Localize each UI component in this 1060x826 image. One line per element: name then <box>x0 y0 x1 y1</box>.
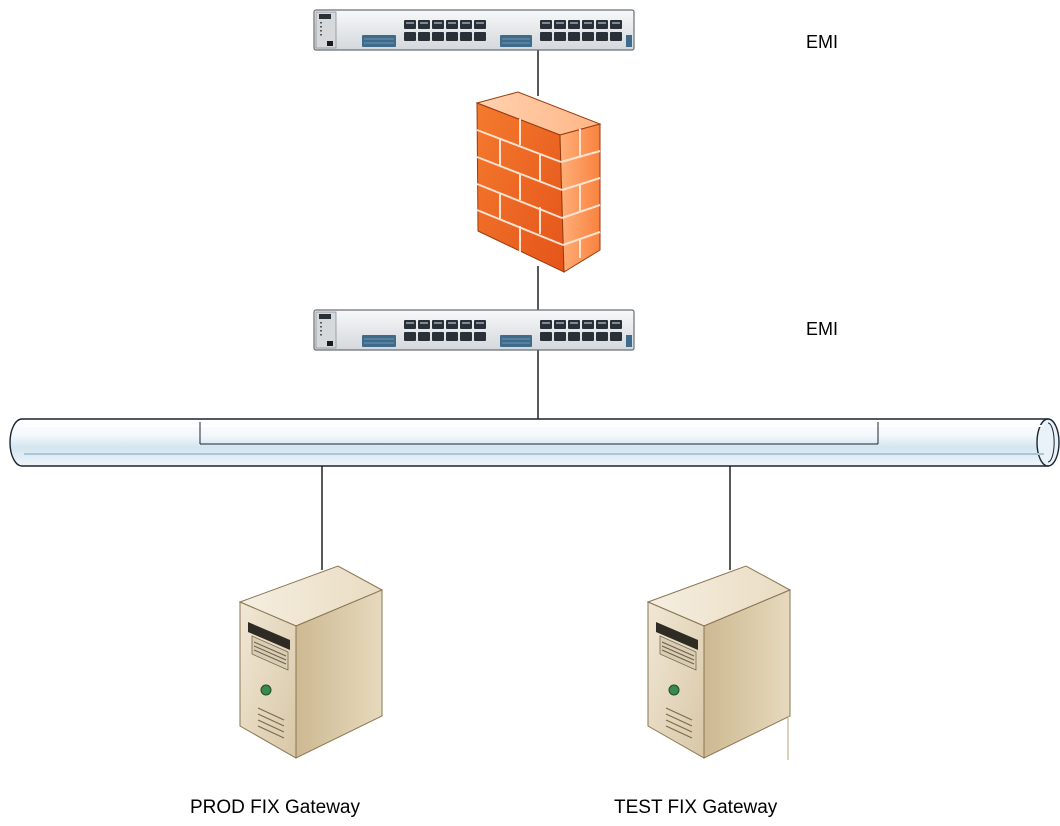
network-switch-icon <box>313 9 635 51</box>
prod-server-label: PROD FIX Gateway <box>190 797 360 818</box>
switch-mid-label: EMI <box>806 319 839 339</box>
network-bus-icon <box>9 418 1060 467</box>
firewall-icon <box>475 91 602 273</box>
tower-server-icon <box>238 565 384 759</box>
switch-top-label: EMI <box>806 32 839 52</box>
network-switch-icon <box>313 309 635 351</box>
tower-server-icon <box>646 565 792 760</box>
test-server-label: TEST FIX Gateway <box>614 797 778 818</box>
